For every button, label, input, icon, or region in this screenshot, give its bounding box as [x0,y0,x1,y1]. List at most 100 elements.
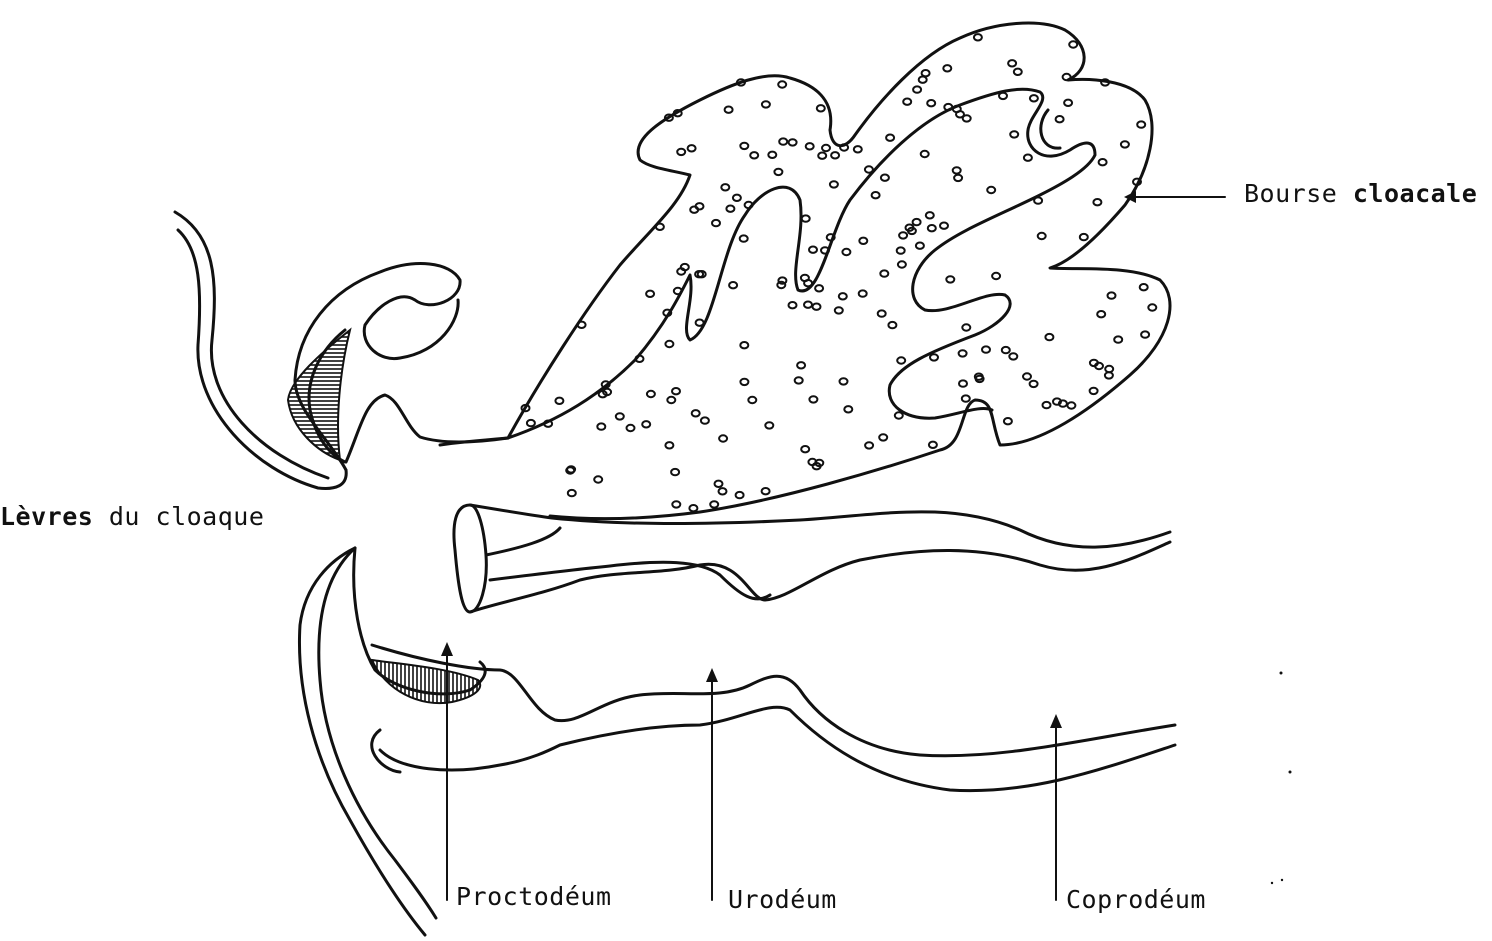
follicle-dot [940,223,948,229]
follicle-dot [627,425,635,431]
follicle-dot [801,446,809,452]
follicle-dot [740,379,748,385]
follicle-dot [831,152,839,158]
follicle-dot [719,488,727,494]
coprodeum-funnel [486,528,560,555]
follicle-dot [922,70,930,76]
follicle-dot [913,86,921,92]
follicle-dot [689,505,697,511]
follicle-dot [844,406,852,412]
follicle-dot [881,175,889,181]
follicle-dot [1093,199,1101,205]
follicle-dot [806,143,814,149]
follicle-dot [854,146,862,152]
follicle-dot [817,105,825,111]
follicle-dot [987,187,995,193]
follicle-dot [1090,388,1098,394]
follicle-dot [733,195,741,201]
follicle-dot [1004,418,1012,424]
label-coprodeum: Coprodéum [1066,885,1206,914]
follicle-dot [740,342,748,348]
follicle-dot [903,99,911,105]
follicle-dot [992,273,1000,279]
follicle-dot [1080,234,1088,240]
follicle-dot [729,282,737,288]
follicle-dot [815,285,823,291]
follicle-dot [656,224,664,230]
follicle-dot [726,206,734,212]
follicle-dot [1108,292,1116,298]
follicle-dot [1148,304,1156,310]
follicle-dot [696,320,704,326]
bursa-duct [346,395,508,462]
proctodeum-arrowhead [441,642,453,656]
label-bourse: Bourse [1244,179,1337,208]
follicle-dot [647,391,655,397]
follicle-dot [750,152,758,158]
follicle-dot [1067,402,1075,408]
follicle-dot [715,481,723,487]
follicle-dot [527,420,535,426]
follicle-dot [1114,336,1122,342]
follicle-dot [701,417,709,423]
follicle-dot [1097,311,1105,317]
follicle-dot [930,354,938,360]
speck [1271,882,1273,884]
follicle-dot [1030,381,1038,387]
follicle-dot [809,396,817,402]
follicle-dot [839,293,847,299]
follicle-dot [954,175,962,181]
label-urodeum: Urodéum [728,885,837,914]
follicle-dot [801,275,809,281]
urodeum-arrowhead [706,668,718,682]
follicle-dot [926,212,934,218]
follicle-dot [1010,131,1018,137]
follicle-dot [568,490,576,496]
coprodeum-opening [454,505,486,612]
follicle-dot [665,341,673,347]
follicle-dot [899,232,907,238]
follicle-dot [919,77,927,83]
follicle-dot [748,397,756,403]
follicle-dot [880,270,888,276]
label-proctodeum: Proctodéum [456,882,612,911]
lip-hatching-upper [288,330,350,460]
follicle-dot [642,421,650,427]
urodeum-wall-upper [372,645,1175,756]
follicle-dot [830,181,838,187]
follicle-dot [859,290,867,296]
follicle-dot [921,151,929,157]
follicle-dot [1030,95,1038,101]
follicle-dot [1045,334,1053,340]
follicle-dot [555,398,563,404]
follicle-dot [671,469,679,475]
follicle-dot [1105,372,1113,378]
follicle-dot [740,143,748,149]
follicle-dot [1034,197,1042,203]
coprodeum-lower-wall [470,542,1170,612]
follicle-dot [1002,347,1010,353]
follicle-dot [665,442,673,448]
follicle-dot [879,434,887,440]
follicle-dot [1038,233,1046,239]
follicle-dot [710,501,718,507]
label-cloacale: cloacale [1353,179,1477,208]
follicle-dot [1023,373,1031,379]
follicle-dot [667,397,675,403]
follicle-dot [927,100,935,106]
follicle-dot [1137,121,1145,127]
follicle-dot [963,115,971,121]
label-bourse-cloacale: Bourse cloacale [1244,179,1477,208]
follicle-dot [822,145,830,151]
follicle-dot [916,243,924,249]
follicle-dot [762,488,770,494]
follicle-dot [1140,284,1148,290]
follicle-dot [594,476,602,482]
follicle-dot [886,135,894,141]
follicle-dot [597,423,605,429]
follicle-dot [962,324,970,330]
follicle-dot [616,413,624,419]
follicle-dot [929,442,937,448]
follicle-dot [888,322,896,328]
follicle-dot [736,492,744,498]
